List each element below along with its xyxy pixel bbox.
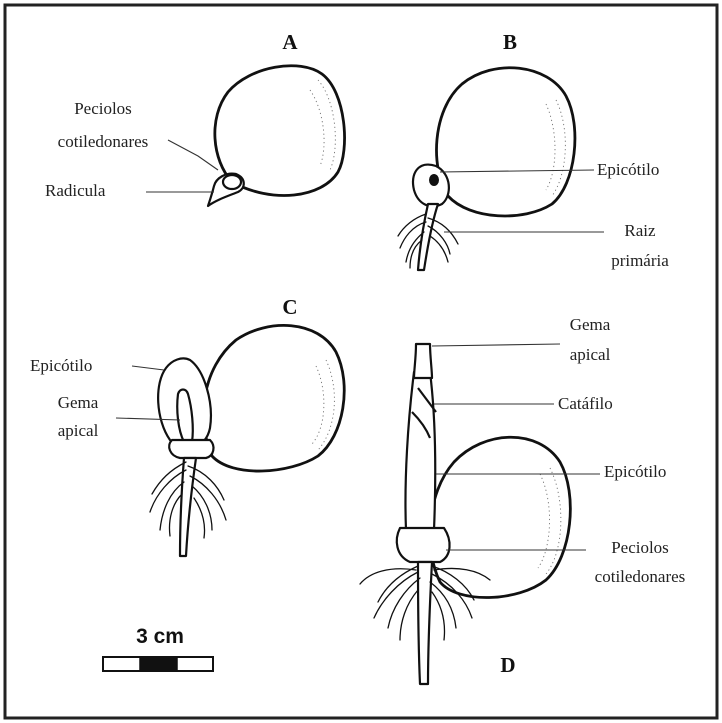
label-peciolos-a-1: Peciolos	[74, 99, 132, 118]
label-gema-d-1: Gema	[570, 315, 611, 334]
panel-label-c: C	[282, 295, 297, 319]
label-gema-d-2: apical	[570, 345, 611, 364]
label-gema-c-1: Gema	[58, 393, 99, 412]
label-epicotilo-c: Epicótilo	[30, 356, 92, 375]
panel-label-d: D	[500, 653, 515, 677]
label-raiz-b-2: primária	[611, 251, 669, 270]
label-epicotilo-b: Epicótilo	[597, 160, 659, 179]
label-gema-c-2: apical	[58, 421, 99, 440]
apical-bud-d	[414, 344, 432, 378]
cotyledon-petioles-d	[397, 528, 450, 562]
label-catafilo-d: Catáfilo	[558, 394, 613, 413]
label-epicotilo-d: Epicótilo	[604, 462, 666, 481]
label-peciolos-d-2: cotiledonares	[595, 567, 686, 586]
seed-b	[436, 68, 574, 216]
label-radicula-a: Radicula	[45, 181, 106, 200]
epicotyl-b	[413, 165, 449, 207]
panel-label-a: A	[282, 30, 298, 54]
panel-label-b: B	[503, 30, 517, 54]
scale-bar-label: 3 cm	[136, 625, 184, 648]
label-peciolos-a-2: cotiledonares	[58, 132, 149, 151]
label-raiz-b-1: Raiz	[624, 221, 656, 240]
label-peciolos-d-1: Peciolos	[611, 538, 669, 557]
